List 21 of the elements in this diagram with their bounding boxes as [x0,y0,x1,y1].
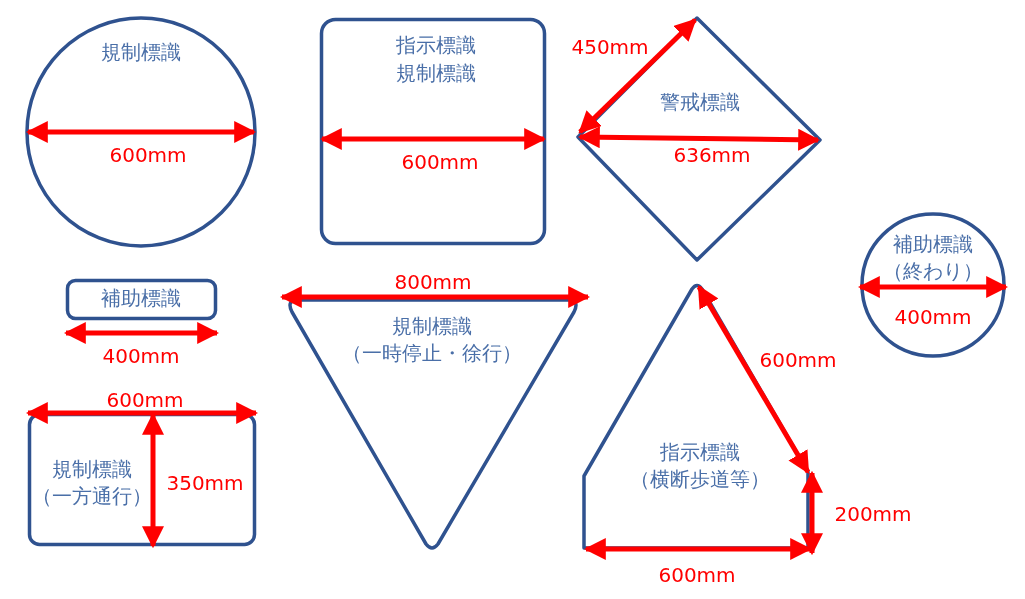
sign-label: 補助標識（終わり） [883,231,983,285]
dimension-label: 800mm [394,270,472,294]
dimension-label: 600mm [109,143,187,167]
dimension-label: 600mm [401,150,479,174]
dimension-label: 400mm [894,305,972,329]
dimension-label: 400mm [102,344,180,368]
sign-label: 規制標識（一方通行） [32,456,152,510]
sign-label: 警戒標識 [660,88,740,116]
sign-label: 指示標識（横断歩道等） [630,439,770,493]
dimension-label: 200mm [834,502,912,526]
sign-label: 規制標識 [101,38,181,66]
dimension-label: 350mm [166,471,244,495]
dimension-label: 636mm [673,143,751,167]
sign-label: 補助標識 [101,284,181,312]
sign-label: 規制標識 [396,59,476,87]
dimension-label: 600mm [658,563,736,587]
sign-label: 指示標識 [396,31,476,59]
sign-label: 規制標識（一時停止・徐行） [342,313,522,367]
dimension-label: 600mm [106,388,184,412]
dimension-label: 600mm [759,348,837,372]
dimension-label: 450mm [571,35,649,59]
